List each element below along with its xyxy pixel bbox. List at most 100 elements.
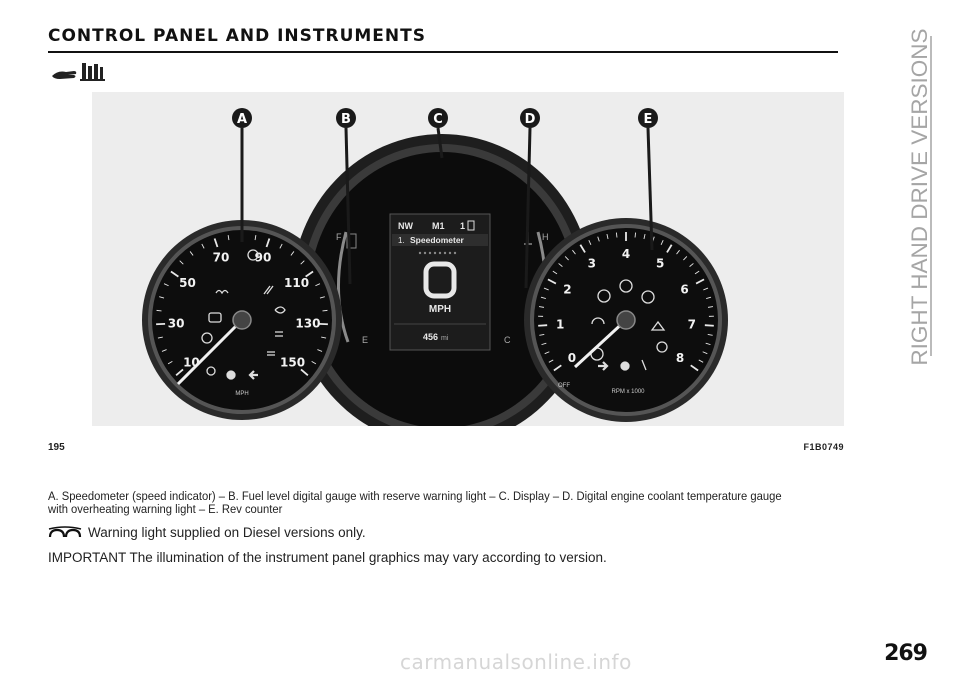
rev-counter-tick bbox=[695, 278, 705, 285]
dot-icon bbox=[620, 361, 630, 371]
callout-badge-b bbox=[336, 108, 356, 128]
parking-light-icon bbox=[267, 351, 275, 356]
rev-counter-label: 1 bbox=[556, 317, 564, 331]
watermark: carmanualsonline.info bbox=[400, 650, 632, 674]
rev-counter-tick bbox=[547, 278, 557, 285]
speedometer-tick bbox=[213, 238, 219, 248]
speedometer-tick bbox=[161, 349, 167, 352]
mode-readout: M1 bbox=[432, 221, 445, 231]
seatbelt-icon bbox=[641, 359, 647, 371]
page-title: CONTROL PANEL AND INSTRUMENTS bbox=[48, 26, 426, 46]
speedometer-tick bbox=[317, 349, 323, 352]
rev-counter-label: 6 bbox=[680, 283, 688, 297]
rev-counter-label: 2 bbox=[563, 283, 571, 297]
speedometer-label: 50 bbox=[179, 276, 196, 290]
rev-counter-tick bbox=[676, 249, 680, 255]
rev-counter-tick bbox=[703, 287, 709, 291]
menu-item: Speedometer bbox=[410, 235, 465, 245]
glow-plug-icon bbox=[215, 289, 229, 295]
rev-counter-tick bbox=[597, 236, 600, 242]
brake-icon bbox=[201, 332, 213, 344]
rev-counter-tick bbox=[666, 244, 673, 253]
callout-badge-a bbox=[232, 108, 252, 128]
esc-off-icon bbox=[656, 341, 668, 353]
speedometer-tick bbox=[305, 270, 314, 278]
rev-counter-label: 5 bbox=[656, 257, 664, 271]
speedometer-tick bbox=[290, 251, 295, 256]
rev-counter-tick bbox=[552, 270, 558, 275]
speedometer-label: 150 bbox=[280, 355, 305, 369]
speedometer-tick bbox=[157, 336, 163, 339]
instrument-panel-figure: F E H C NW M1 1 1. Speedometer bbox=[92, 92, 844, 426]
speedometer-warning-icons bbox=[201, 249, 286, 380]
gear-readout: 1 bbox=[460, 221, 465, 231]
rev-counter-tick bbox=[615, 232, 618, 238]
esc-icon bbox=[650, 320, 666, 331]
temp-hot-label: H bbox=[542, 232, 549, 242]
speedometer-label: 130 bbox=[295, 316, 320, 330]
fuel-full-label: F bbox=[336, 232, 342, 242]
speedometer-label: 90 bbox=[255, 250, 272, 264]
rev-counter-label: 8 bbox=[676, 351, 684, 365]
rev-counter-tick bbox=[544, 351, 550, 355]
compass-readout: NW bbox=[398, 221, 413, 231]
speedometer-tick bbox=[300, 260, 305, 265]
hand-pointer-icon bbox=[52, 63, 105, 81]
brake-system-icon bbox=[597, 289, 611, 303]
odometer-value: 456 bbox=[423, 332, 438, 342]
rev-counter-tick bbox=[683, 256, 688, 261]
rev-counter-tick bbox=[660, 240, 664, 245]
speedometer-tick bbox=[265, 238, 271, 248]
rev-counter-tick bbox=[540, 296, 546, 299]
figure-code: F1B0749 bbox=[803, 442, 844, 452]
figure-number: 195 bbox=[48, 442, 65, 453]
rev-counter-tick bbox=[706, 296, 712, 299]
odometer-unit: mi bbox=[441, 335, 449, 342]
speedometer-tick bbox=[201, 243, 205, 249]
right-turn-icon bbox=[598, 361, 609, 371]
speedometer-tick bbox=[315, 283, 321, 287]
callout-leader-b bbox=[344, 127, 352, 285]
speedometer-tick bbox=[321, 336, 327, 339]
speedometer-label: 10 bbox=[183, 355, 200, 369]
rev-counter-tick bbox=[690, 364, 699, 372]
rev-counter-tick bbox=[704, 324, 714, 327]
page-number: 269 bbox=[884, 641, 928, 666]
menu-dots bbox=[418, 251, 457, 255]
rev-counter-tick bbox=[558, 263, 563, 267]
fuel-empty-label: E bbox=[362, 335, 368, 345]
glow-plug-icon bbox=[48, 525, 82, 537]
rev-counter-tick bbox=[707, 306, 714, 308]
speedometer-tick bbox=[159, 296, 165, 299]
rev-counter-tick bbox=[543, 287, 549, 291]
rev-counter-label: 3 bbox=[588, 257, 596, 271]
speedometer-label: 110 bbox=[284, 276, 309, 290]
important-note: IMPORTANT The illumination of the instru… bbox=[48, 550, 607, 565]
low-beam-icon bbox=[275, 331, 283, 337]
temp-cold-label: C bbox=[504, 335, 511, 345]
rev-counter-tick bbox=[634, 232, 637, 238]
rev-counter-tick bbox=[698, 359, 704, 363]
rev-counter-tick bbox=[702, 351, 708, 355]
rev-counter-tick bbox=[538, 306, 545, 308]
speedometer-tick bbox=[254, 235, 257, 241]
speedometer-tick bbox=[227, 235, 230, 241]
rev-counter-tick bbox=[588, 240, 592, 245]
front-fog-icon bbox=[274, 306, 286, 314]
callout-letter-b: B bbox=[341, 112, 351, 127]
rev-counter-tick bbox=[553, 364, 562, 372]
headlight-a-icon bbox=[247, 249, 259, 261]
callout-badge-d bbox=[520, 108, 540, 128]
callout-letter-a: A bbox=[237, 112, 247, 127]
speedometer-tick bbox=[175, 368, 184, 376]
speedometer-tick bbox=[163, 283, 169, 287]
rear-fog-icon bbox=[263, 285, 274, 295]
rev-counter-tick bbox=[707, 333, 713, 336]
tyre-pressure-icon bbox=[591, 317, 605, 325]
left-turn-icon bbox=[248, 370, 258, 380]
tach-off-label: OFF bbox=[558, 383, 570, 389]
rev-counter-warning-icons bbox=[590, 279, 668, 371]
